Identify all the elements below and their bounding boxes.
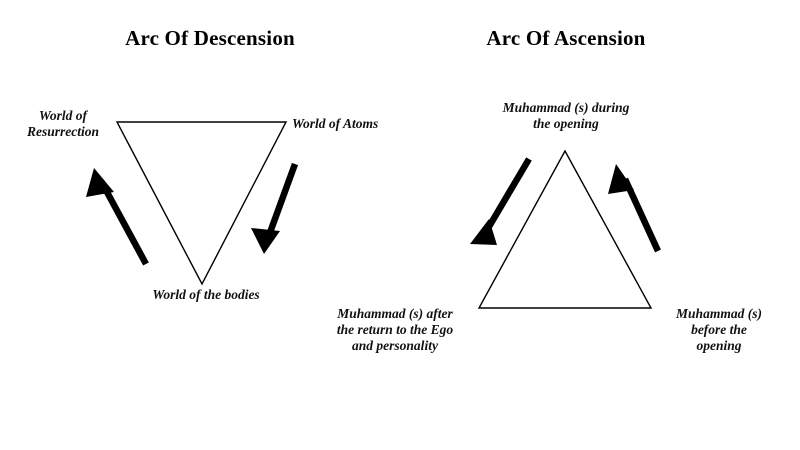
title-arc-of-ascension: Arc Of Ascension	[486, 26, 646, 50]
label-world-of-the-bodies: World of the bodies	[152, 287, 260, 302]
label-muhammad-after-the-return: Muhammad (s) after the return to the Ego…	[336, 306, 454, 353]
descending-left-arrow-ascension	[470, 157, 532, 245]
label-muhammad-before-the-opening: Muhammad (s) before the opening	[676, 306, 762, 353]
label-world-of-resurrection: World of Resurrection	[26, 108, 99, 139]
ascending-left-arrow-descension	[86, 168, 149, 266]
title-arc-of-descension: Arc Of Descension	[125, 26, 295, 50]
descending-right-arrow-descension	[251, 162, 299, 254]
label-world-of-atoms: World of Atoms	[292, 116, 379, 131]
label-muhammad-during-the-opening: Muhammad (s) during the opening	[502, 100, 630, 131]
ascending-right-arrow-ascension	[608, 164, 661, 253]
upright-triangle-ascension	[477, 149, 653, 309]
inverted-triangle-descension	[115, 121, 288, 286]
